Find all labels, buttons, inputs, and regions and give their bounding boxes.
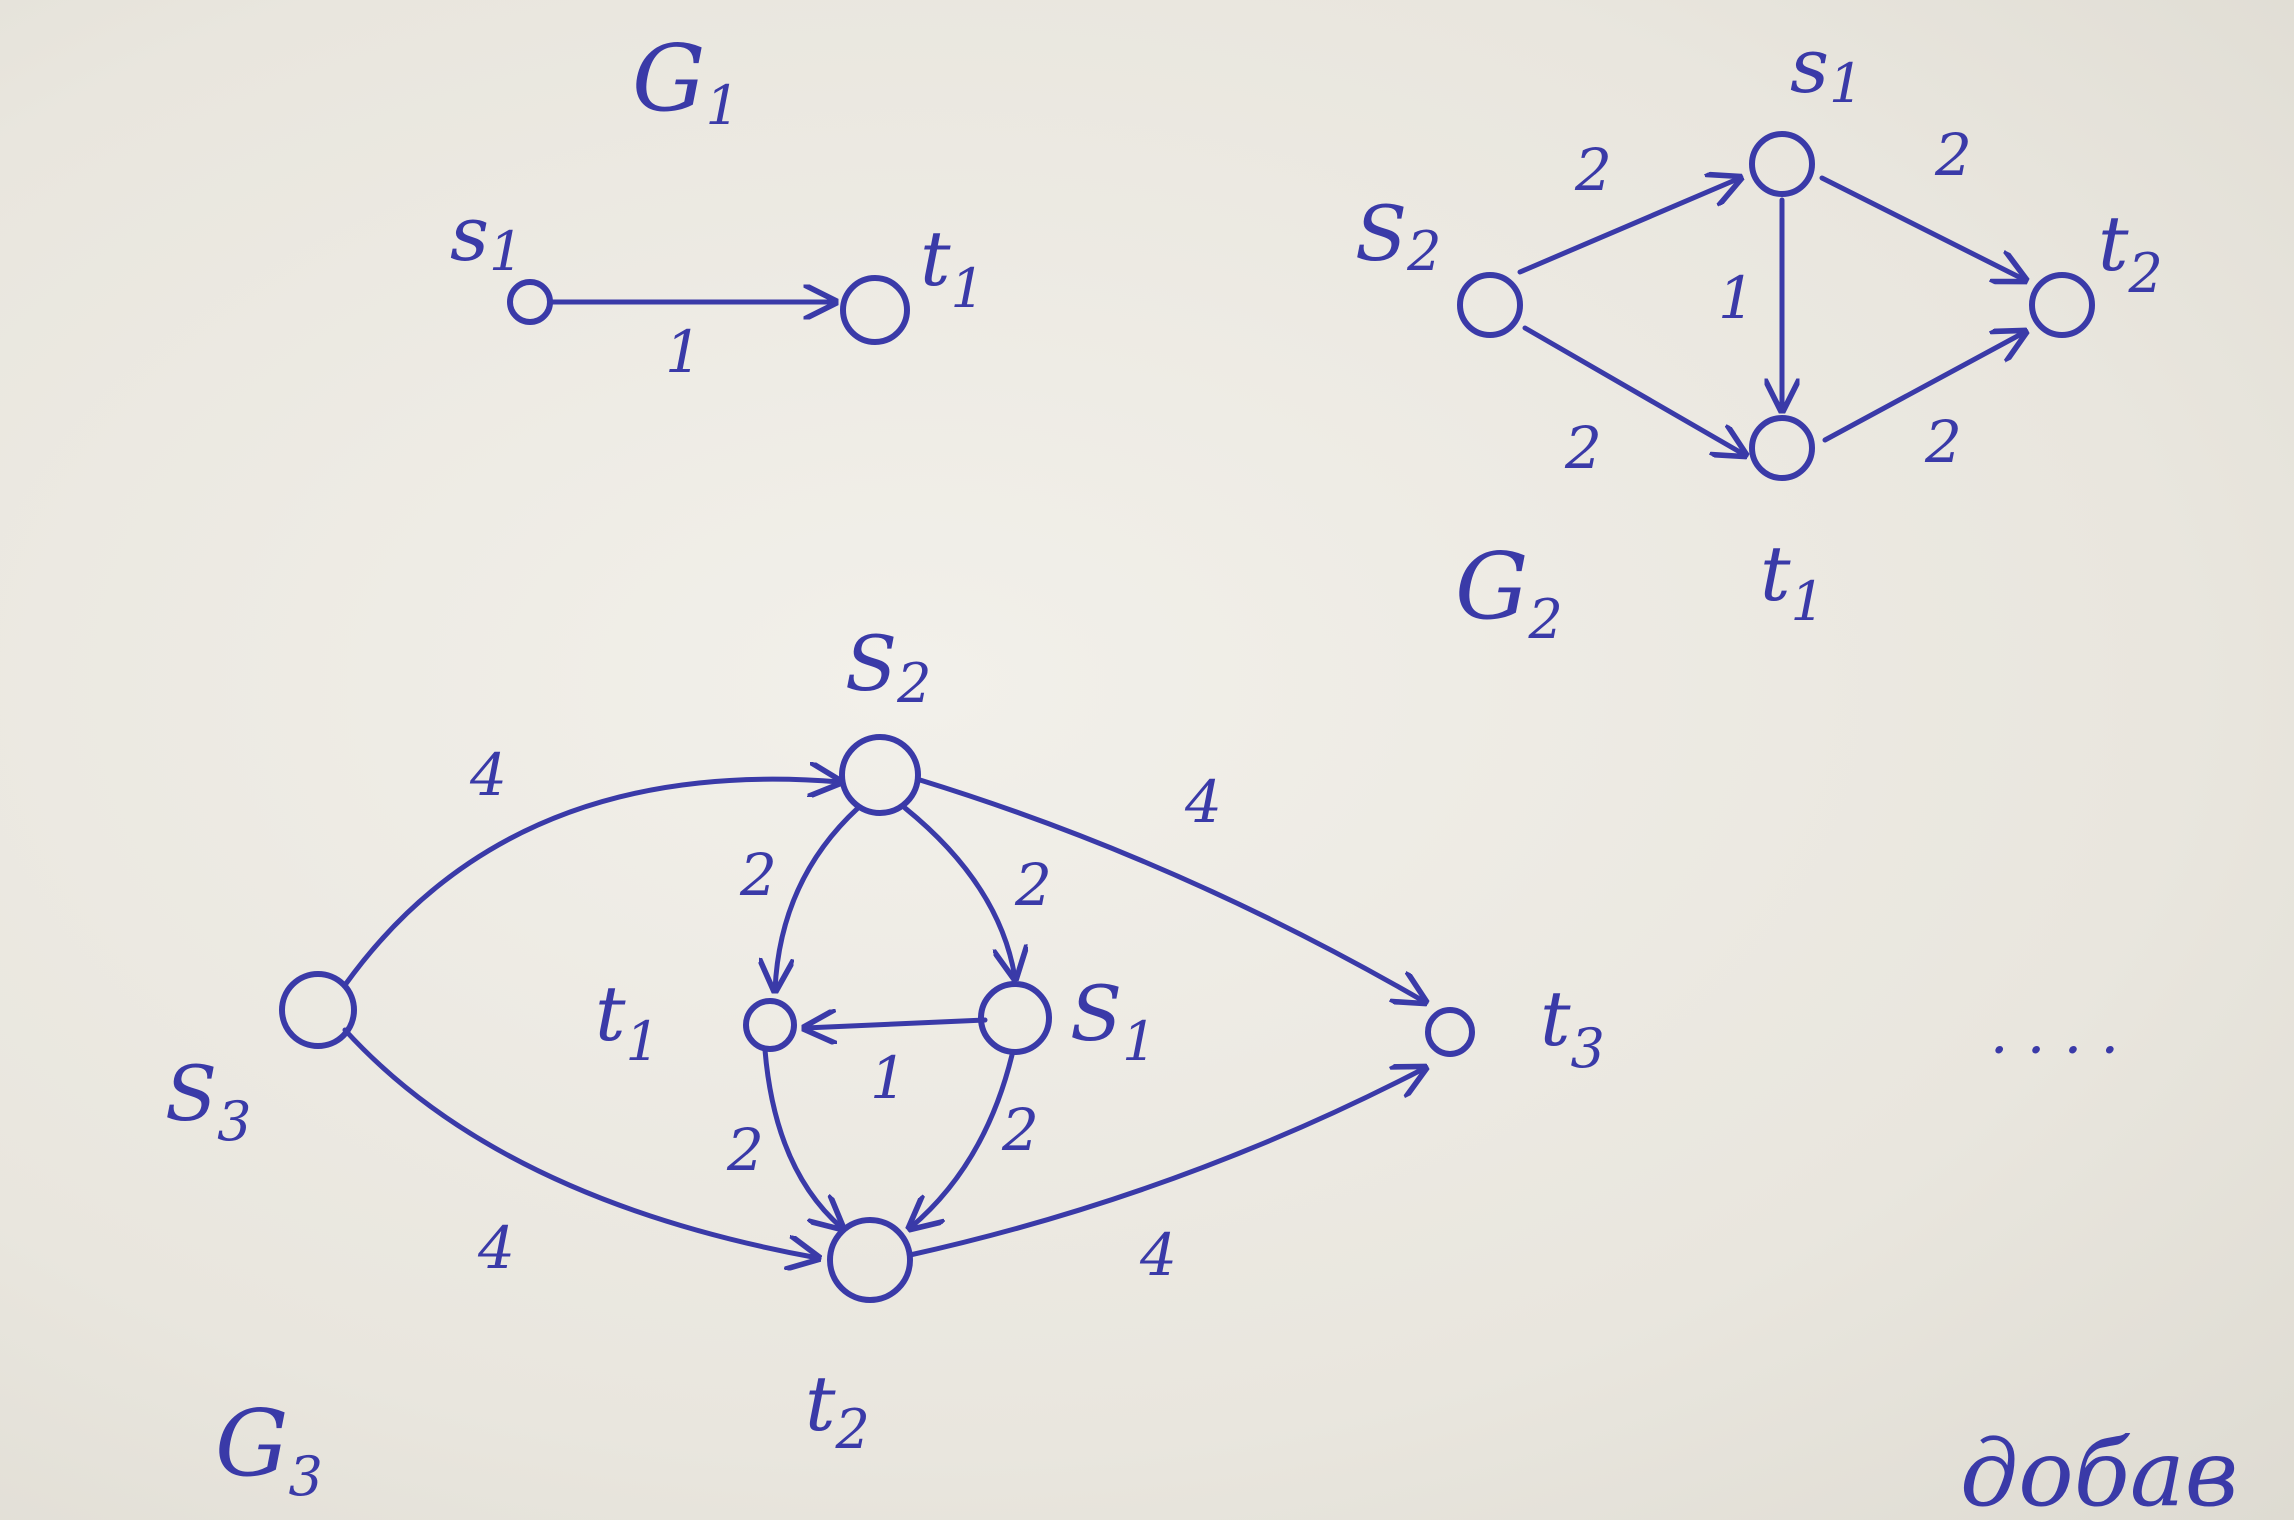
edge-g3-t2-t3 (907, 1068, 1425, 1258)
label-g3-s1: S1 (1070, 969, 1156, 1073)
edge-g3-s3-s2 (342, 779, 840, 988)
weight-g3-s3-t2: 4 (477, 1214, 515, 1282)
label-g2-t1: t1 (1760, 529, 1825, 633)
weight-g3-s1-t1: 1 (870, 1044, 907, 1112)
weight-g3-t1-t2: 2 (726, 1116, 764, 1184)
weight-g3-s1-t2: 2 (1001, 1096, 1039, 1164)
node-g2-s1 (1749, 131, 1815, 197)
edge-g3-s2-t1 (775, 805, 861, 990)
graph-title-g3: G3 (215, 1390, 323, 1508)
node-g3-s3 (279, 971, 357, 1049)
edge-g2-t1-t2 (1822, 332, 2025, 443)
label-g3-s3: S3 (165, 1049, 251, 1153)
label-g3-t3: t3 (1540, 974, 1605, 1080)
corner-text-fragment: добав (1960, 1420, 2238, 1520)
edge-g3-t1-t2 (762, 1047, 842, 1228)
node-g3-t3 (1425, 1007, 1475, 1057)
node-g2-t2 (2029, 272, 2095, 338)
edge-g3-s2-s1 (902, 805, 1015, 978)
label-g3-t1: t1 (595, 969, 660, 1073)
weight-g2-s2-t1: 2 (1564, 414, 1602, 482)
label-g3-t2: t2 (805, 1359, 870, 1461)
weight-g3-s2-t1: 2 (739, 841, 777, 909)
graph-g1: G1 1 s1 t1 (450, 25, 985, 386)
node-g2-t1 (1749, 415, 1815, 481)
weight-g3-s2-s1: 2 (1014, 851, 1052, 919)
weight-g3-s2-t3: 4 (1184, 768, 1222, 836)
node-g3-t2 (827, 1217, 913, 1303)
label-g2-s1: s1 (1790, 21, 1863, 115)
node-g3-s2 (839, 734, 921, 816)
node-g2-s2 (1457, 272, 1523, 338)
node-g3-t1 (743, 998, 797, 1052)
graph-title-g1: G1 (632, 25, 740, 137)
node-g1-s1 (507, 279, 553, 325)
edge-g2-s1-t2 (1819, 175, 2025, 280)
weight-g1-s1-t1: 1 (665, 318, 702, 386)
ellipsis: · · · · (1990, 1016, 2119, 1084)
label-g3-s2: S2 (845, 619, 931, 715)
edge-g2-s2-s1 (1517, 178, 1740, 275)
edge-g3-s3-t2 (342, 1027, 818, 1258)
edge-g2-s2-t1 (1522, 325, 1745, 455)
label-g1-t1: t1 (920, 214, 985, 320)
label-g2-s2: S2 (1355, 189, 1441, 283)
node-g1-t1 (840, 275, 910, 345)
weight-g2-s1-t1: 1 (1718, 264, 1755, 332)
graph-title-g2: G2 (1455, 533, 1563, 651)
weight-g2-s1-t2: 2 (1934, 121, 1972, 189)
label-g2-t2: t2 (2098, 199, 2163, 305)
edge-g3-s1-t1 (805, 1020, 988, 1028)
node-g3-s1 (978, 981, 1052, 1055)
label-g1-s1: s1 (450, 189, 523, 283)
graph-g2: 2 2 1 2 2 S2 s1 t2 t1 G2 (1355, 21, 2163, 651)
edge-g3-s1-t2 (910, 1052, 1015, 1228)
edge-g3-s2-t3 (917, 777, 1425, 1002)
weight-g3-t2-t3: 4 (1139, 1221, 1177, 1289)
weight-g2-s2-s1: 2 (1574, 136, 1612, 204)
weight-g2-t1-t2: 2 (1924, 408, 1962, 476)
graph-g3: 4 4 4 4 2 2 1 2 2 S3 S2 t1 S1 t2 t3 G3 (165, 619, 1605, 1508)
weight-g3-s3-s2: 4 (469, 741, 507, 809)
